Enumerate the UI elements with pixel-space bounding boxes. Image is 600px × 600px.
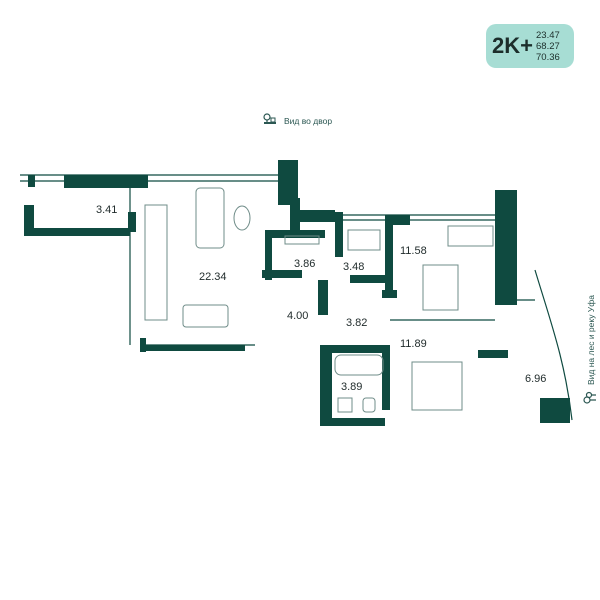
shower-icon: [347, 229, 381, 251]
apartment-type: 2K+: [492, 33, 533, 58]
room-bedroom-main-area: 11.89: [400, 338, 427, 350]
bed-main-icon: [411, 361, 463, 411]
room-wardrobe-area: 3.86: [294, 258, 315, 270]
furniture: [144, 187, 494, 413]
coffee-table-icon: [233, 205, 251, 231]
room-bedroom-top-area: 11.58: [400, 245, 427, 257]
wardrobe-rail-icon: [284, 235, 320, 245]
kitchen-counter-icon: [144, 204, 168, 321]
sofa-icon: [195, 187, 225, 249]
room-kitchen-living-area: 22.34: [199, 271, 227, 283]
bathtub-icon: [334, 354, 384, 376]
dining-table-icon: [182, 304, 229, 328]
bed-top-icon: [422, 264, 459, 311]
room-corridor-area: 3.82: [346, 317, 367, 329]
desk-icon: [447, 225, 494, 247]
room-loggia-area: 6.96: [525, 373, 546, 385]
forest-icon: [583, 391, 599, 405]
room-bathroom-top-area: 3.48: [343, 261, 364, 273]
room-labels: 3.41 22.34 3.86 3.48 11.58 4.00 3.82 11.…: [96, 204, 546, 393]
view-forest: Вид на лес и реку Уфа: [583, 295, 599, 405]
area-values: 23.47 68.27 70.36: [536, 30, 560, 63]
room-bathroom-bottom-area: 3.89: [341, 381, 362, 393]
view-yard-label: Вид во двор: [284, 116, 333, 126]
area-total: 68.27: [536, 40, 560, 52]
walls: [24, 160, 570, 426]
room-hall-area: 4.00: [287, 310, 308, 322]
yard-icon: [262, 113, 278, 129]
area-living: 23.47: [536, 29, 560, 41]
view-yard: Вид во двор: [262, 113, 332, 129]
room-balcony-area: 3.41: [96, 204, 117, 216]
toilet-icon: [362, 397, 376, 413]
area-with-balcony: 70.36: [536, 51, 560, 63]
washing-machine-icon: [337, 397, 353, 413]
apartment-badge: 2K+ 23.47 68.27 70.36: [486, 24, 574, 68]
